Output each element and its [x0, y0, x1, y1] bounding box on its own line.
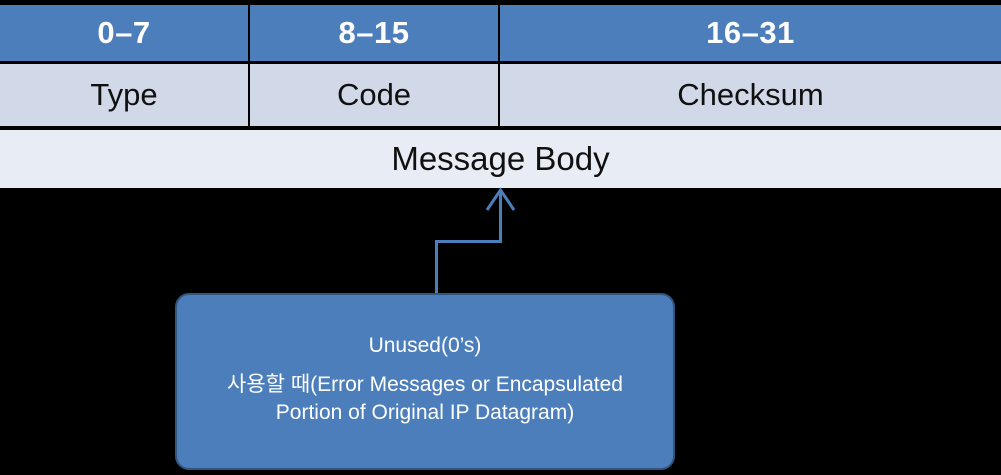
field-cell-type: Type — [0, 64, 248, 126]
callout-box: Unused(0’s) 사용할 때(Error Messages or Enca… — [175, 293, 675, 470]
elbow-arrow-up-icon — [435, 187, 516, 295]
bit-range-cell-8-15: 8–15 — [250, 5, 498, 61]
field-cell-code: Code — [250, 64, 498, 126]
bit-range-cell-0-7: 0–7 — [0, 5, 248, 61]
callout-line-unused: Unused(0’s) — [368, 333, 482, 357]
table-row-field-names: Type Code Checksum — [0, 64, 1001, 126]
field-cell-checksum: Checksum — [500, 64, 1001, 126]
table-row-message-body: Message Body — [0, 130, 1001, 188]
field-cell-message-body: Message Body — [0, 130, 1001, 188]
table-row-bit-ranges: 0–7 8–15 16–31 — [0, 5, 1001, 61]
callout-line-usage: 사용할 때(Error Messages or Encapsulated Por… — [227, 372, 623, 424]
bit-range-cell-16-31: 16–31 — [500, 5, 1001, 61]
